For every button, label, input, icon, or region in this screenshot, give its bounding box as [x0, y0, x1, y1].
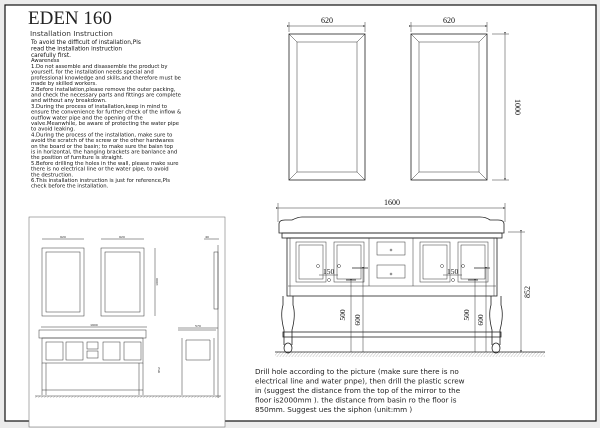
instruction-line: the destruction. [31, 172, 73, 178]
mirror-height-label: 1000 [513, 99, 522, 115]
instruction-line: valve.Meanwhile, be aware of protecting … [31, 121, 179, 127]
instruction-line: is in horizontal, the hanging brackets a… [31, 150, 177, 156]
instruction-line: professional knowledge and skills,and th… [31, 75, 181, 81]
note-line: electrical line and water pnpe), then dr… [255, 377, 465, 386]
thumb-mirror-width-right: 620 [119, 235, 125, 239]
instruction-line: there is no electrical line or the water… [31, 167, 169, 173]
hole-spacing-left-label: 150 [323, 267, 335, 276]
instruction-line: to avoid leaking. [31, 127, 75, 133]
drain-height-left-b-label: 600 [353, 314, 362, 326]
vanity-width-label: 1600 [384, 198, 400, 207]
instruction-line: yourself, for the installation needs spe… [31, 70, 154, 76]
thumb-vanity-height: 852 [157, 367, 161, 373]
note-line: in (suggest the distance from the top of… [255, 386, 461, 395]
hole-spacing-right-label: 150 [447, 267, 459, 276]
thumb-vanity-width: 1600 [90, 323, 98, 327]
drain-height-left-a-label: 500 [338, 309, 347, 321]
instruction-line: Awareness [31, 58, 60, 64]
instruction-line: check before the installation. [31, 184, 109, 190]
mirror-width-left-label: 620 [321, 16, 333, 25]
left-plumbing-points: 150 500 600 [316, 264, 368, 352]
thumb-mirror-depth: 40 [205, 235, 209, 239]
note-line: 850mm. Suggest ues the siphon (unit:mm ) [255, 405, 412, 414]
vanity-height-label: 852 [523, 286, 532, 298]
instruction-line: carefully first. [31, 53, 71, 59]
instruction-text: To avoid the difficult of installation,P… [30, 40, 181, 190]
instruction-line: 3.During the process of installation,kee… [31, 104, 167, 110]
thumb-side-depth: 570 [195, 324, 201, 328]
mirror-left [288, 33, 366, 181]
drain-height-right-b-label: 600 [476, 314, 485, 326]
note-line: Drill hole according to the picture (mak… [255, 367, 459, 376]
instruction-line: and check the necessary parts and fittin… [31, 93, 181, 99]
page-title: EDEN 160 [28, 8, 112, 29]
drain-height-right-a-label: 500 [462, 309, 471, 321]
thumb-mirror-width-left: 620 [60, 235, 66, 239]
instruction-line: 5.Before drilling the holes in the wall,… [31, 161, 179, 167]
instruction-line: on the board or the basin; to make sure … [31, 144, 174, 150]
mirror-dimensions: 620 620 1000 [286, 16, 522, 181]
mirror-right [410, 33, 488, 181]
instruction-line: and without any breakdown. [31, 98, 107, 104]
instruction-line: 1.Do not assemble and disassemble the pr… [31, 64, 168, 70]
vanity-front-view: 1600 150 500 600 [275, 198, 545, 357]
instruction-line: ensure the convenience for further check… [31, 110, 181, 116]
instruction-line: made by skilled workers. [31, 81, 97, 87]
instruction-line: 4.During the process of the installation… [31, 132, 172, 138]
instruction-line: read the installation instruction [31, 47, 122, 53]
instruction-line: 6.This installation instruction is just … [31, 178, 170, 184]
instruction-line: avoid the scratch of the screw or the ot… [31, 138, 174, 144]
instruction-line: 2.Before installation,please remove the … [31, 87, 176, 93]
thumb-mirror-height: 1000 [155, 278, 159, 286]
instruction-line: the position of furniture is straight. [31, 155, 124, 161]
right-plumbing-points: 150 500 600 [440, 264, 490, 352]
instruction-line: outflow water pipe and the opening of th… [31, 115, 143, 121]
overview-thumbnail: 620 620 1000 1600 570 40 852 [28, 216, 226, 428]
instruction-line: To avoid the difficult of installation,P… [30, 40, 141, 46]
installation-note: Drill hole according to the picture (mak… [255, 367, 465, 414]
page-subtitle: Installation Instruction [30, 29, 113, 38]
note-line: floor is2000mm ). the distance from basi… [255, 396, 457, 405]
mirror-width-right-label: 620 [443, 16, 455, 25]
